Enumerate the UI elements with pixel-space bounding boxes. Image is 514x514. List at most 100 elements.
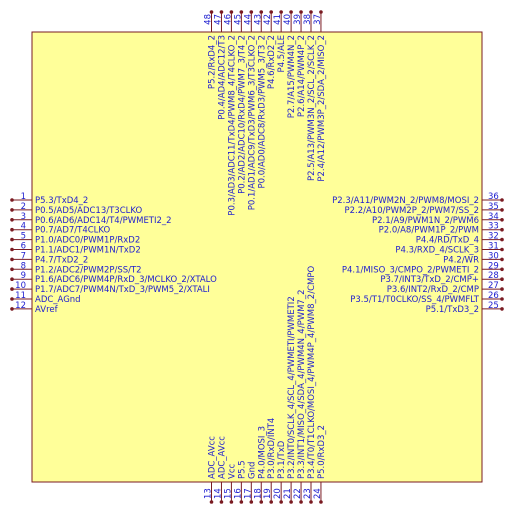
pin-number: 5	[21, 232, 26, 242]
pin-name: P3.1/TxD	[277, 440, 287, 479]
pin-end	[299, 500, 303, 504]
pin-name: P1.7/ADC7/PWM4N/TxD_3/PWM5_2/XTALI	[35, 285, 210, 295]
pin-end	[259, 10, 264, 14]
pin-end	[319, 10, 323, 14]
pin-name: P3.2/INT0/SCLK_4/SCL_4/PWMETI/PWMETI2	[287, 296, 297, 479]
pin-name: P5.1/TxD3_2	[426, 305, 479, 315]
pin-end	[10, 267, 14, 272]
pin-left-4: 4 P0.7/AD7/T4CLKO	[10, 222, 111, 236]
pin-bottom-23: 23P3.4/T0/T1CLKO/MOSI_4/PWM4P_4/PWM8_2/C…	[303, 266, 317, 504]
pin-name: P4.5/ALE	[277, 35, 287, 72]
pin-number: 27	[488, 281, 499, 291]
pin-name: P5.5	[237, 460, 247, 479]
pin-end	[500, 247, 504, 252]
pin-name: P2.2/A10/PWM2P_2/PWM7/SS_2	[344, 206, 479, 216]
pin-number: 31	[488, 242, 499, 252]
pin-number: 40	[283, 14, 293, 25]
pin-end	[500, 277, 504, 282]
pin-name: ADC_AVcc	[217, 436, 227, 479]
pin-end	[249, 500, 254, 504]
pin-end	[299, 10, 303, 14]
pin-number: 17	[243, 488, 253, 499]
pin-name: P1.1/ADC1/PWM1N/TxD2	[35, 246, 141, 256]
pin-end	[10, 287, 14, 291]
pin-number: 24	[313, 488, 323, 499]
pin-end	[10, 227, 14, 232]
pin-name: P4.6/RxD2_2	[267, 35, 277, 89]
pin-name: P0.1/AD1/ADC9/TxD3/PWM6_3/T3CLKO_2	[247, 35, 257, 210]
pin-end	[500, 237, 504, 242]
pin-end	[209, 500, 214, 504]
pin-number: 1	[21, 192, 26, 202]
pin-name: P0.7/AD7/T4CLKO	[35, 226, 111, 236]
pin-end	[229, 10, 234, 14]
pin-name: P0.6/AD6/ADC14/T4/PWMETI2_2	[35, 216, 172, 226]
pin-name: P2.5/A13/PWM3N_2/SCL_2/SCLK_2	[307, 35, 317, 181]
pin-name: P2.7/A15/PWM4N_2	[287, 35, 297, 118]
pin-end	[309, 500, 313, 504]
pin-number: 19	[263, 488, 273, 499]
pin-name: P2.0/A8/PWM1P_2/PWM	[379, 226, 479, 236]
pin-number: 4	[21, 222, 26, 232]
pin-number: 12	[15, 301, 26, 311]
pin-name: P0.3/AD3/ADC11/TxD4/PWM8_4/T4CLKO_2	[227, 35, 237, 216]
pin-number: 30	[488, 251, 499, 261]
pin-end	[239, 10, 244, 14]
pin-name: P3.7/INT3/TxD_2/CMP+	[380, 275, 479, 285]
pin-name: P0.2/AD2/ADC10/RxD4/PWM7_3/T4_2	[237, 35, 247, 194]
pin-number: 18	[253, 488, 263, 499]
pin-name: P0.0/AD0/ADC8/RxD3/PWM5_3/T3_2	[257, 35, 267, 189]
pin-end	[10, 307, 14, 311]
pin-right-27: 27 P3.6/INT2/RxD_2/CMP	[387, 281, 504, 295]
pin-number: 10	[15, 281, 26, 291]
pin-end	[500, 307, 504, 311]
pin-number: 32	[488, 232, 499, 242]
pin-number: 48	[204, 14, 214, 25]
pins-top: 48P5.2/RxD4_247P0.4/AD4/ADC12/T346P0.3/A…	[204, 10, 327, 216]
pin-end	[500, 208, 504, 212]
pin-end	[289, 10, 293, 14]
pin-number: 37	[313, 14, 323, 25]
pin-name: P1.0/ADC0/PWM1P/RxD2	[35, 236, 140, 246]
pin-end	[10, 237, 14, 242]
pin-end	[500, 287, 504, 291]
pin-number: 44	[243, 14, 253, 25]
pin-number: 11	[15, 291, 26, 301]
pin-name: P3.0/RxD/INT4	[267, 418, 277, 479]
pin-name: ADC_AGnd	[35, 295, 81, 305]
pin-number: 29	[488, 261, 499, 271]
pin-name: P1.6/ADC6/PWM4P/RxD_3/MCLKO_2/XTALO	[35, 275, 217, 285]
pin-end	[10, 218, 14, 222]
pin-end	[10, 208, 14, 212]
pin-number: 33	[488, 222, 499, 232]
pin-name: P3.6/INT2/RxD_2/CMP	[387, 285, 479, 295]
pin-end	[249, 10, 254, 14]
pin-number: 36	[488, 192, 499, 202]
